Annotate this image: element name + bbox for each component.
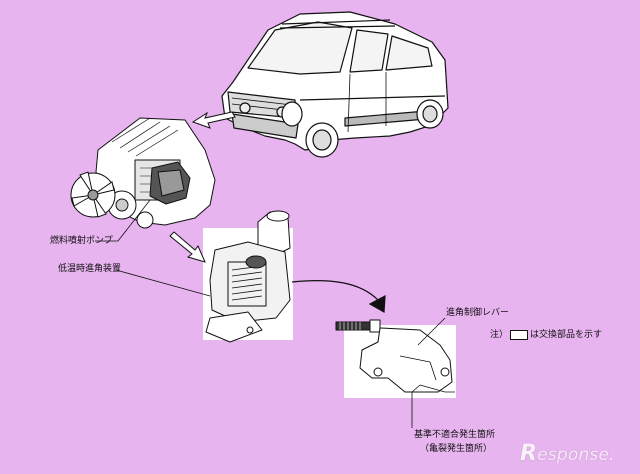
note-prefix: 注）: [490, 330, 509, 340]
watermark-text: esponse.: [537, 445, 615, 465]
lever-panel: [335, 319, 456, 398]
replacement-note: 注） は交換部品を示す: [490, 327, 602, 340]
engine-illustration: [95, 117, 216, 229]
fuel-pump-label: 燃料噴射ポンプ: [50, 236, 113, 246]
replacement-swatch: [510, 329, 529, 340]
advance-lever-label: 進角制御レバー: [446, 308, 510, 318]
arrow-engine-to-unit: [169, 231, 206, 263]
arrow-van-to-engine: [191, 111, 236, 129]
defect-location-label: 基準不適合発生箇所: [414, 430, 496, 440]
advance-unit-panel: [203, 210, 293, 343]
response-watermark: Response.: [520, 441, 615, 466]
arrow-unit-to-lever: [291, 280, 386, 313]
leader-lines: [95, 199, 455, 428]
fan-illustration: [70, 171, 116, 218]
note-suffix: は交換部品を示す: [530, 330, 603, 340]
cold-advance-label: 低温時進角装置: [58, 264, 122, 274]
response-logo-icon: R: [520, 441, 538, 466]
van-illustration: [221, 11, 449, 158]
defect-location-sublabel: （亀裂発生箇所）: [420, 444, 493, 454]
